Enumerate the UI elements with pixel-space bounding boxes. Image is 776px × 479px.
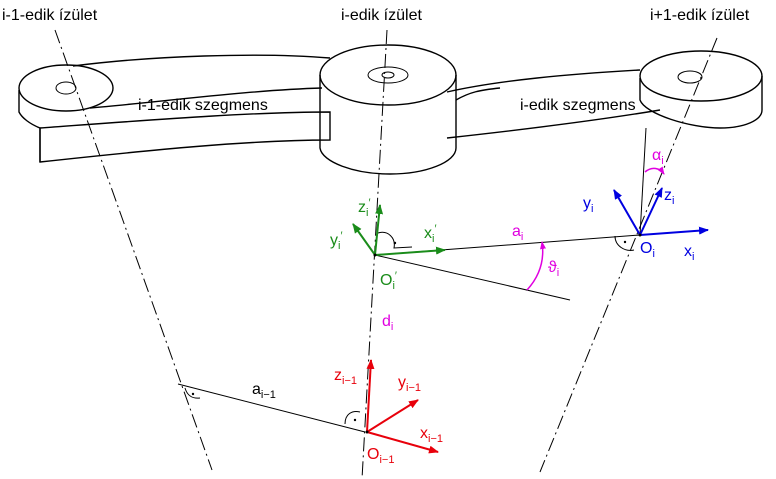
origin-mid-dot bbox=[373, 253, 377, 257]
x-mid-axis bbox=[374, 246, 446, 256]
joint-axis-prev bbox=[54, 29, 213, 471]
joint-axis-next bbox=[539, 37, 718, 473]
joint-label-prev: i-1-edik ízület bbox=[2, 7, 98, 24]
origin-cur-label: Oi bbox=[640, 240, 655, 260]
joint-label-next: i+1-edik ízület bbox=[650, 7, 750, 24]
x-prev-axis bbox=[366, 431, 439, 454]
theta-reference-line bbox=[374, 254, 571, 301]
z-prev-axis bbox=[366, 359, 375, 433]
x-prev-label: xi−1 bbox=[420, 425, 443, 445]
y-mid-axis bbox=[352, 223, 376, 256]
y-mid-label: yi′ bbox=[330, 230, 343, 252]
z-cur-label: zi bbox=[664, 187, 674, 207]
theta-label: ϑi bbox=[548, 259, 559, 279]
right-angle-prev-o bbox=[344, 411, 361, 425]
right-angle-mid bbox=[377, 231, 413, 249]
origin-prev-label: Oi−1 bbox=[367, 446, 394, 466]
alpha-label: αi bbox=[652, 147, 664, 167]
z-mid-axis bbox=[374, 204, 384, 256]
link-length-prev-line bbox=[177, 383, 366, 433]
a-prev-label: ai−1 bbox=[252, 381, 276, 401]
alpha-reference-line bbox=[639, 127, 647, 236]
frame-prev bbox=[366, 359, 439, 454]
right-angle-cur bbox=[614, 235, 635, 251]
y-prev-axis bbox=[366, 399, 419, 433]
x-mid-label: xi′ bbox=[424, 223, 437, 245]
d-label: di bbox=[382, 313, 393, 333]
x-cur-label: xi bbox=[684, 243, 694, 263]
origin-prev-dot bbox=[365, 430, 369, 434]
segment-label-prev: i-1-edik szegmens bbox=[138, 97, 268, 114]
right-angle-dot-prev bbox=[191, 392, 195, 396]
origin-cur-dot bbox=[638, 233, 642, 237]
y-cur-axis bbox=[613, 189, 641, 236]
frame-cur bbox=[613, 187, 709, 236]
x-cur-axis bbox=[639, 226, 709, 236]
z-mid-label: zi′ bbox=[358, 197, 371, 219]
a-label: ai bbox=[512, 223, 523, 243]
alpha-arc bbox=[644, 166, 665, 175]
segment-cur-body bbox=[319, 44, 763, 175]
theta-arc bbox=[526, 241, 547, 291]
right-angle-prev bbox=[184, 387, 201, 399]
right-angle-dot-mid bbox=[393, 241, 397, 245]
right-angle-dot-prev-o bbox=[353, 418, 357, 422]
origin-mid-label: Oi′ bbox=[380, 270, 397, 292]
y-cur-label: yi bbox=[583, 195, 593, 215]
segment-label-cur: i-edik szegmens bbox=[520, 97, 636, 114]
z-cur-axis bbox=[639, 187, 663, 236]
segment-prev-body bbox=[18, 54, 331, 163]
y-prev-label: yi−1 bbox=[398, 374, 421, 394]
z-prev-label: zi−1 bbox=[334, 367, 357, 387]
frame-mid bbox=[352, 204, 446, 256]
joint-label-cur: i-edik ízület bbox=[341, 7, 422, 24]
right-angle-dot-cur bbox=[623, 240, 627, 244]
